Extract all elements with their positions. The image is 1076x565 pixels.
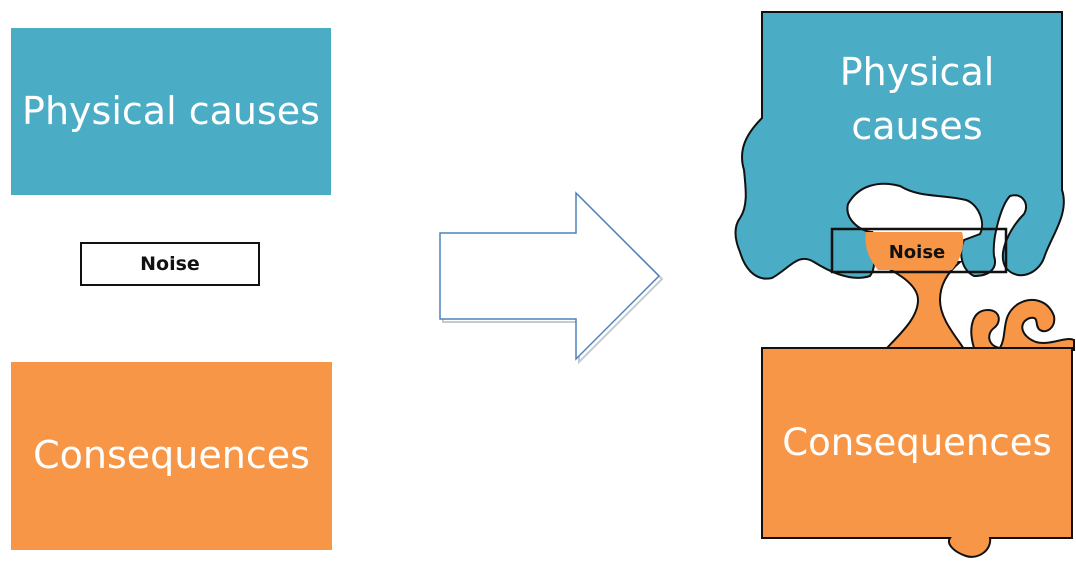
- arrow-outline: [439, 191, 661, 361]
- merged-noise-label: Noise: [889, 242, 946, 263]
- hook-squiggle: [970, 299, 1075, 352]
- noise-box: Noise: [80, 242, 260, 286]
- physical-causes-label: Physical causes: [22, 88, 320, 133]
- physical-causes-box: Physical causes: [11, 28, 331, 195]
- merged-diagram: Physical causes Noise Consequences: [734, 11, 1075, 558]
- merged-causes-label-line2: causes: [851, 104, 982, 148]
- consequences-label: Consequences: [33, 433, 310, 478]
- consequences-box: Consequences: [11, 362, 332, 550]
- noise-shape: [865, 232, 964, 270]
- transition-arrow: [439, 191, 664, 365]
- merged-consequences-label: Consequences: [782, 421, 1052, 464]
- consequences-shape: [761, 347, 1073, 558]
- noise-label: Noise: [140, 252, 200, 275]
- noise-outline-box: [830, 227, 1008, 274]
- physical-causes-shape: [734, 11, 1065, 280]
- merged-causes-label-line1: Physical: [840, 50, 995, 94]
- noise-neck-shape: [875, 261, 966, 350]
